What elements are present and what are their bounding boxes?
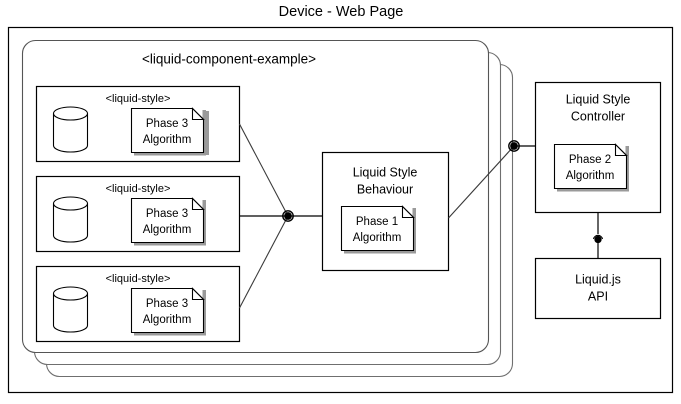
junction-dot-left <box>284 212 292 220</box>
api-line1: Liquid.js <box>575 272 621 286</box>
controller-to-api-connector <box>592 212 604 258</box>
junction-dot-right-ring <box>508 140 520 152</box>
database-cylinder-icon-2 <box>52 196 89 243</box>
phase-1-algorithm-document[interactable]: Phase 1 Algorithm <box>340 205 417 254</box>
behaviour-title-line1: Liquid Style <box>353 165 418 179</box>
liquid-style-label-2: <liquid-style> <box>106 183 171 195</box>
controller-title-line1: Liquid Style <box>566 92 631 106</box>
liquid-style-component-2[interactable]: <liquid-style> Phase 3 Algorithm <box>35 175 241 253</box>
junction-dot-api <box>594 235 602 244</box>
behaviour-title-line2: Behaviour <box>357 182 413 196</box>
behaviour-to-controller-connectors <box>448 140 535 219</box>
phase-3-doc-line1-1: Phase 3 <box>146 118 188 130</box>
phase-3-doc-line2-1: Algorithm <box>143 134 192 146</box>
liquid-js-api-component[interactable]: Liquid.js API <box>534 257 662 320</box>
connector-style3-junction <box>239 215 289 309</box>
connector-hop-arc <box>592 234 604 240</box>
api-line2: API <box>588 289 608 303</box>
style-to-behaviour-connectors <box>239 123 322 309</box>
phase-3-algorithm-document-3[interactable]: Phase 3 Algorithm <box>130 287 207 336</box>
page-title: Device - Web Page <box>279 4 404 20</box>
liquid-style-label-3: <liquid-style> <box>106 273 171 285</box>
phase-3-doc-line1-2: Phase 3 <box>146 208 188 220</box>
phase-2-algorithm-document[interactable]: Phase 2 Algorithm <box>553 143 630 192</box>
connector-style1-junction <box>239 123 289 217</box>
liquid-style-component-1[interactable]: <liquid-style> Phase 3 Algorithm <box>35 85 241 163</box>
liquid-style-controller-component[interactable]: Liquid Style Controller Phase 2 Algorith… <box>534 81 662 214</box>
phase-2-doc-line1: Phase 2 <box>569 154 611 166</box>
database-cylinder-icon-1 <box>52 106 89 153</box>
controller-title-line2: Controller <box>571 109 625 123</box>
phase-3-algorithm-document-1[interactable]: Phase 3 Algorithm <box>130 107 210 156</box>
connector-behaviour-junction-right <box>448 145 515 219</box>
liquid-js-api-box[interactable] <box>534 257 662 320</box>
phase-1-doc-line1: Phase 1 <box>356 216 398 228</box>
database-cylinder-icon-3 <box>52 286 89 333</box>
liquid-style-label-1: <liquid-style> <box>106 93 171 105</box>
liquid-component-example-label: <liquid-component-example> <box>142 52 316 67</box>
device-boundary <box>7 26 674 394</box>
junction-dot-left-ring <box>282 210 294 222</box>
liquid-style-behaviour-component[interactable]: Liquid Style Behaviour Phase 1 Algorithm <box>321 151 450 272</box>
liquid-style-component-3[interactable]: <liquid-style> Phase 3 Algorithm <box>35 265 241 343</box>
junction-dot-right <box>510 142 518 150</box>
phase-3-doc-line2-3: Algorithm <box>143 314 192 326</box>
phase-1-doc-line2: Algorithm <box>353 232 402 244</box>
phase-3-algorithm-document-2[interactable]: Phase 3 Algorithm <box>130 197 207 246</box>
phase-2-doc-line2: Algorithm <box>566 170 615 182</box>
phase-3-doc-line1-3: Phase 3 <box>146 298 188 310</box>
phase-3-doc-line2-2: Algorithm <box>143 224 192 236</box>
